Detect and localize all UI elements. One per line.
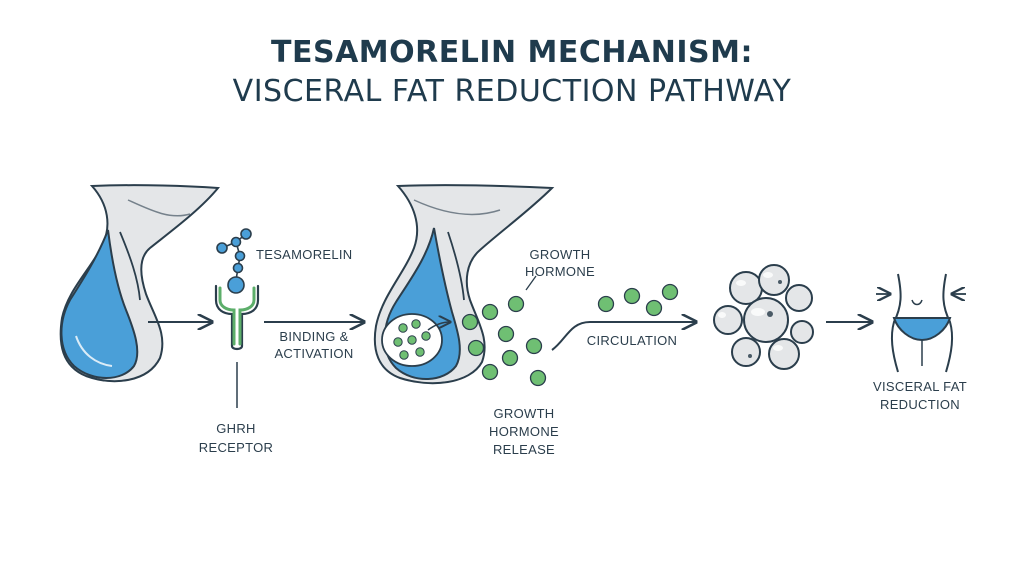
tesamorelin-molecule-icon [216, 228, 252, 294]
fat-cells-icon [713, 264, 814, 370]
growth-hormone-pointer-line [525, 275, 537, 291]
title-block: TESAMORELIN MECHANISM: VISCERAL FAT REDU… [0, 34, 1024, 112]
page-title: TESAMORELIN MECHANISM: [271, 35, 753, 70]
pituitary-gland-icon [373, 184, 555, 385]
label-tesamorelin: TESAMORELIN [256, 247, 352, 262]
label-release-2: HORMONE [489, 424, 559, 439]
circulation-arrow [551, 322, 696, 351]
ghrh-receptor-icon [214, 284, 260, 408]
label-binding-2: ACTIVATION [274, 346, 353, 361]
label-ghrh-1: GHRH [216, 421, 255, 436]
label-visceral-1: VISCERAL FAT [873, 379, 967, 394]
growth-hormone-particles [461, 295, 547, 387]
circulating-hormone-particles [597, 283, 679, 317]
page-subtitle: VISCERAL FAT REDUCTION PATHWAY [232, 74, 792, 109]
label-release-3: RELEASE [493, 442, 555, 457]
label-circulation: CIRCULATION [587, 333, 677, 348]
label-growth-hormone-1: GROWTH [529, 247, 590, 262]
label-binding-1: BINDING & [279, 329, 348, 344]
label-visceral-2: REDUCTION [880, 397, 960, 412]
waist-icon [876, 273, 966, 373]
label-ghrh-2: RECEPTOR [199, 440, 273, 455]
pituitary-gland-icon [59, 184, 220, 383]
label-release-1: GROWTH [493, 406, 554, 421]
label-growth-hormone-2: HORMONE [525, 264, 595, 279]
